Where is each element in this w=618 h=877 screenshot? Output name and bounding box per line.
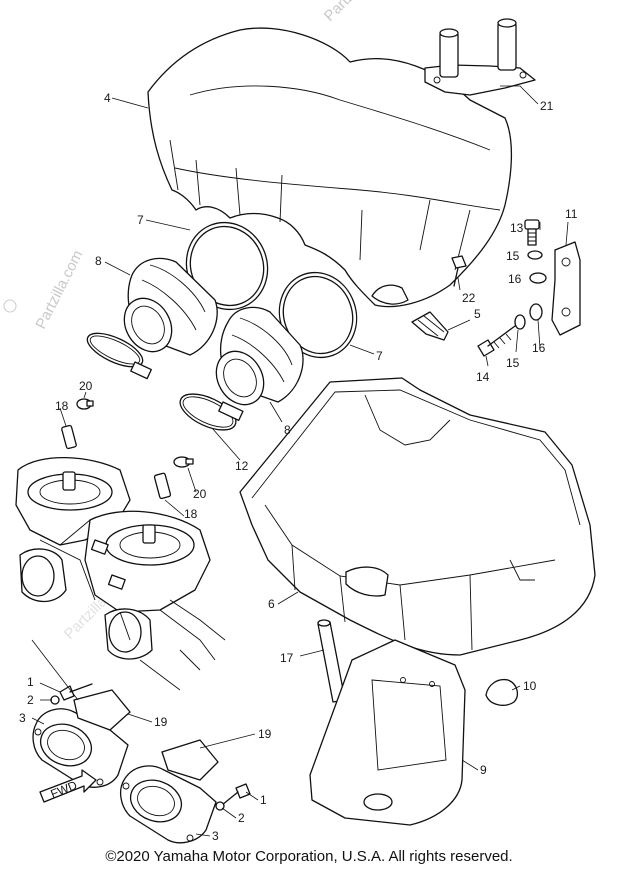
callout-label: 5 xyxy=(474,307,481,321)
bolt-top xyxy=(524,219,540,246)
intake-manifold-right xyxy=(119,739,219,844)
stud xyxy=(451,255,467,287)
carburetor-assembly xyxy=(15,456,226,671)
callout-label: 22 xyxy=(462,291,476,305)
callout-label: 20 xyxy=(193,487,207,501)
side-bracket xyxy=(551,241,581,336)
callout-label: 6 xyxy=(268,597,275,611)
small-clip-lower xyxy=(173,456,194,468)
washer-lower xyxy=(514,314,526,330)
callout-label: 8 xyxy=(284,423,291,437)
callout-label: 8 xyxy=(95,254,102,268)
callout-label: 20 xyxy=(79,379,93,393)
rubber-joint-lower xyxy=(215,306,304,406)
fitting-lower xyxy=(153,472,172,500)
callout-label: 10 xyxy=(523,679,537,693)
callout-labels: 4 21 7 8 13 11 15 16 22 5 14 15 16 7 8 1… xyxy=(19,91,578,843)
callout-label: 18 xyxy=(184,507,198,521)
callout-label: 9 xyxy=(480,763,487,777)
callout-label: 16 xyxy=(532,341,546,355)
cap xyxy=(485,678,519,706)
callout-label: 13 xyxy=(510,221,524,235)
watermark-text: Partzilla.com xyxy=(321,0,394,25)
air-box-cover xyxy=(147,27,513,308)
intake-manifold-left xyxy=(32,689,131,788)
callout-label: 15 xyxy=(506,356,520,370)
breather-bracket xyxy=(424,18,536,96)
hose-clamp-lower xyxy=(179,393,244,431)
callout-label: 17 xyxy=(280,651,294,665)
callout-label: 19 xyxy=(154,715,168,729)
callout-label: 19 xyxy=(258,727,272,741)
callout-label: 21 xyxy=(540,99,554,113)
callout-label: 7 xyxy=(376,349,383,363)
copyright-notice: ©2020 Yamaha Motor Corporation, U.S.A. A… xyxy=(105,848,513,865)
callout-label: 1 xyxy=(27,675,34,689)
hose-clamp-upper xyxy=(86,332,152,380)
callout-label: 7 xyxy=(137,213,144,227)
callout-label: 3 xyxy=(19,711,26,725)
nut-lower xyxy=(529,303,543,321)
clip xyxy=(411,311,449,341)
manifold-bolt-left xyxy=(59,683,93,701)
fwd-label: FWD xyxy=(48,778,79,801)
callout-label: 11 xyxy=(565,207,578,221)
o-ring-lower-inner xyxy=(282,275,354,355)
bolt-lower xyxy=(477,325,516,357)
fitting-upper xyxy=(61,424,77,450)
leader-lines xyxy=(31,85,569,837)
callout-label: 3 xyxy=(212,829,219,843)
callout-label: 2 xyxy=(27,693,34,707)
callout-label: 18 xyxy=(55,399,69,413)
callout-label: 14 xyxy=(476,370,490,384)
callout-label: 15 xyxy=(506,249,520,263)
nut-top xyxy=(529,272,547,284)
manifold-bolt-right xyxy=(221,783,251,806)
callout-label: 1 xyxy=(260,793,267,807)
callout-label: 12 xyxy=(235,459,249,473)
watermark-text: Partzilla.com xyxy=(32,248,86,332)
air-box-case xyxy=(239,377,596,656)
small-clip-upper xyxy=(76,398,94,410)
washer-top xyxy=(527,250,543,260)
washer-left xyxy=(50,695,60,705)
air-box-bracket xyxy=(309,639,466,826)
rubber-joint-upper xyxy=(123,257,218,356)
callout-label: 2 xyxy=(238,811,245,825)
callout-label: 4 xyxy=(104,91,111,105)
callout-label: 16 xyxy=(508,272,522,286)
